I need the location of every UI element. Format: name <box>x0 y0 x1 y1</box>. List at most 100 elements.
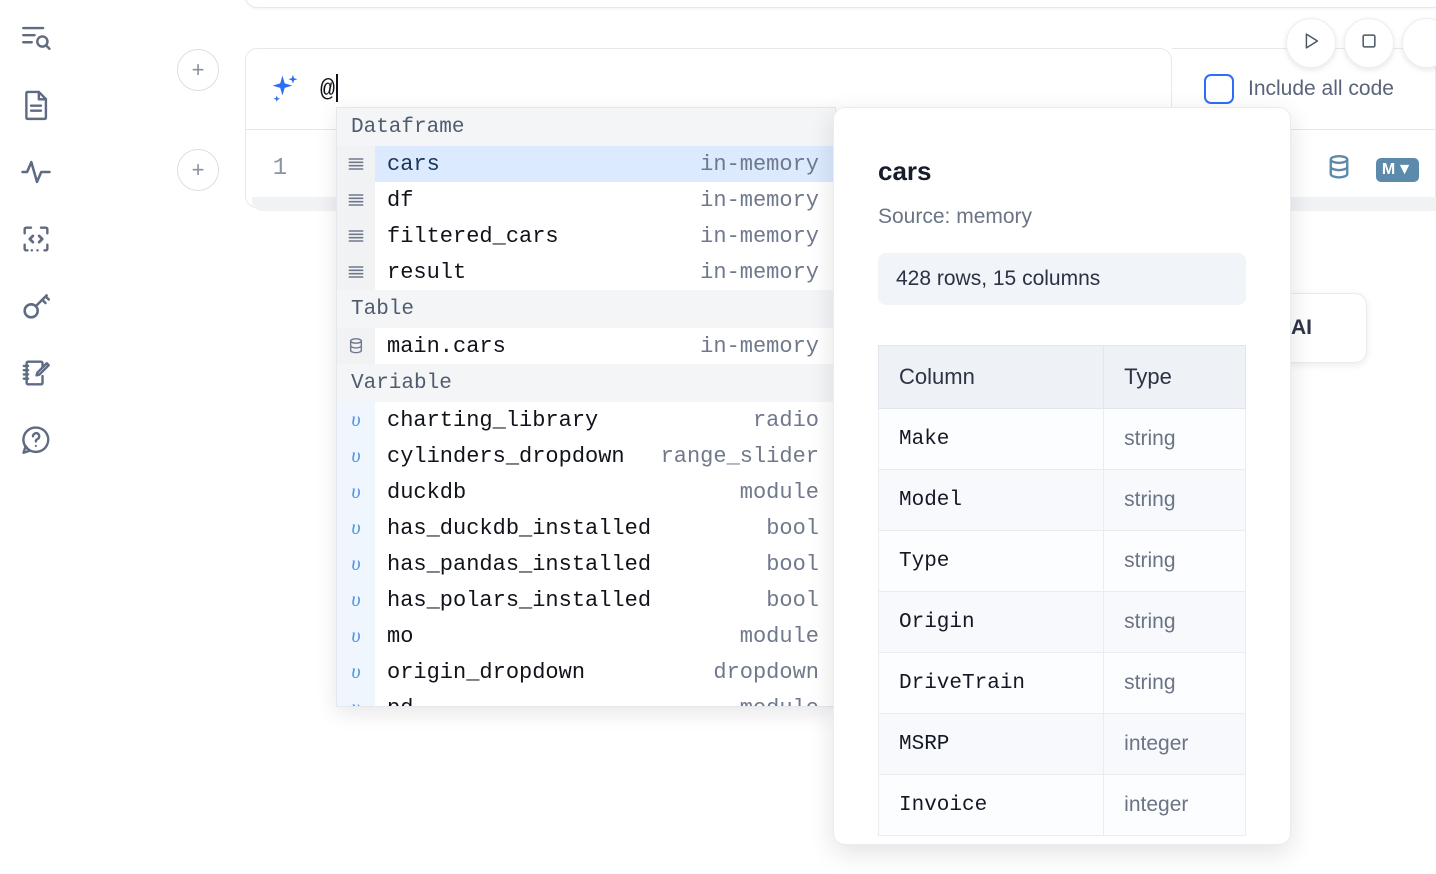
sidebar-item-snippets[interactable] <box>16 219 56 259</box>
more-button[interactable] <box>1402 18 1436 68</box>
stop-button[interactable] <box>1344 18 1394 68</box>
sidebar-item-activity[interactable] <box>16 152 56 192</box>
notebook-edit-icon <box>19 356 53 390</box>
sidebar-item-help[interactable] <box>16 420 56 460</box>
database-icon[interactable] <box>1324 152 1354 187</box>
schema-column-name: Type <box>877 530 1105 592</box>
schema-column-name: MSRP <box>877 713 1105 775</box>
line-number: 1 <box>272 155 288 182</box>
autocomplete-option-name: cylinders_dropdown <box>387 443 625 469</box>
upsilon-icon: υ <box>337 654 375 690</box>
upsilon-icon: υ <box>337 438 375 474</box>
autocomplete-option-kind: module <box>739 479 819 505</box>
cell-toolbar: M▼ <box>1324 152 1419 187</box>
autocomplete-option-kind: module <box>739 623 819 649</box>
upsilon-icon: υ <box>337 690 375 706</box>
dataframe-detail-panel: cars Source: memory 428 rows, 15 columns… <box>833 107 1291 845</box>
table-rows-icon <box>337 254 375 290</box>
autocomplete-option-kind: bool <box>766 551 819 577</box>
upsilon-icon: υ <box>337 510 375 546</box>
autocomplete-option-name: filtered_cars <box>387 223 559 249</box>
autocomplete-option-name: charting_library <box>387 407 599 433</box>
upsilon-icon: υ <box>337 546 375 582</box>
schema-column-type: integer <box>1103 774 1246 836</box>
upsilon-icon: υ <box>337 618 375 654</box>
sidebar-rail <box>0 0 72 874</box>
autocomplete-option[interactable]: υ charting_library radio <box>337 402 835 438</box>
autocomplete-option-kind: dropdown <box>713 659 819 685</box>
sidebar-item-scratchpad[interactable] <box>16 353 56 393</box>
autocomplete-group-header: Variable <box>337 364 835 402</box>
sidebar-item-secrets[interactable] <box>16 286 56 326</box>
activity-icon <box>19 155 53 189</box>
include-all-code-label: Include all code <box>1248 77 1394 100</box>
upsilon-icon: υ <box>337 474 375 510</box>
help-chat-icon <box>19 423 53 457</box>
markdown-icon[interactable]: M▼ <box>1375 157 1419 182</box>
schema-column-type: string <box>1103 652 1246 714</box>
autocomplete-option-name: has_polars_installed <box>387 587 652 613</box>
schema-column-name: DriveTrain <box>877 652 1105 714</box>
autocomplete-option[interactable]: filtered_cars in-memory <box>337 218 835 254</box>
autocomplete-option-kind: in-memory <box>700 333 819 359</box>
plus-icon: + <box>191 57 205 82</box>
autocomplete-option-name: pd <box>375 696 413 707</box>
schema-column-type: string <box>1103 408 1246 470</box>
table-header-row: Column Type <box>877 345 1246 409</box>
autocomplete-option-kind: in-memory <box>700 187 819 213</box>
autocomplete-option[interactable]: υ origin_dropdown dropdown <box>337 654 835 690</box>
autocomplete-option-name: cars <box>387 151 440 177</box>
autocomplete-option-kind: module <box>740 696 835 707</box>
schema-column-type: string <box>1103 469 1246 531</box>
autocomplete-option-kind: in-memory <box>700 151 819 177</box>
file-explorer-icon <box>19 21 53 55</box>
run-button[interactable] <box>1286 18 1336 68</box>
run-controls <box>1286 18 1436 68</box>
autocomplete-option-kind: in-memory <box>700 223 819 249</box>
table-rows-icon <box>337 182 375 218</box>
autocomplete-option-name: mo <box>387 623 414 649</box>
play-icon <box>1300 30 1322 57</box>
schema-column-name: Invoice <box>877 774 1105 836</box>
ai-action-chip-label: AI <box>1291 316 1312 339</box>
schema-column-type: string <box>1103 530 1246 592</box>
sidebar-item-document[interactable] <box>16 85 56 125</box>
autocomplete-option-kind: radio <box>752 407 819 433</box>
text-caret <box>336 74 339 102</box>
autocomplete-option[interactable]: υ cylinders_dropdown range_slider <box>337 438 835 474</box>
autocomplete-group-header: Table <box>337 290 835 328</box>
sidebar-item-file-explorer[interactable] <box>16 18 56 58</box>
document-icon <box>19 88 53 122</box>
plus-icon: + <box>191 157 205 182</box>
add-cell-button-bottom[interactable]: + <box>177 149 219 191</box>
database-icon <box>337 328 375 364</box>
previous-cell <box>245 0 1436 8</box>
add-cell-button-top[interactable]: + <box>177 49 219 91</box>
column-header-type: Type <box>1103 345 1246 409</box>
autocomplete-option-name: df <box>387 187 414 213</box>
autocomplete-option[interactable]: cars in-memory <box>337 146 835 182</box>
upsilon-icon: υ <box>337 402 375 438</box>
autocomplete-option-kind: range_slider <box>660 443 819 469</box>
ai-prompt-input[interactable]: @ <box>320 74 339 104</box>
autocomplete-option[interactable]: υpd module <box>337 690 835 707</box>
autocomplete-option[interactable]: df in-memory <box>337 182 835 218</box>
autocomplete-option-name: origin_dropdown <box>387 659 586 685</box>
schema-column-type: string <box>1103 591 1246 653</box>
autocomplete-option-name: has_duckdb_installed <box>387 515 652 541</box>
schema-column-type: integer <box>1103 713 1246 775</box>
include-all-code-checkbox[interactable] <box>1204 74 1234 104</box>
